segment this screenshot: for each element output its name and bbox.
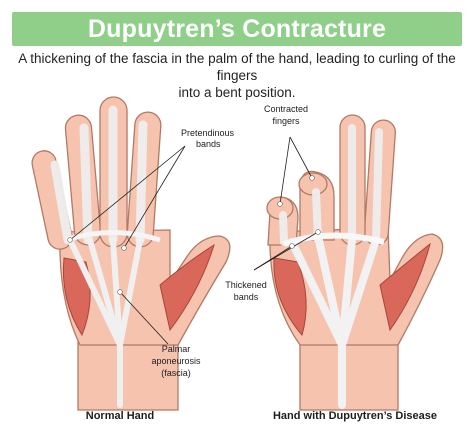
label-pretendinous-line2: bands: [196, 139, 221, 149]
subtitle: A thickening of the fascia in the palm o…: [10, 50, 464, 101]
page-title: Dupuytren’s Contracture: [87, 14, 387, 43]
caption-dupuytren-hand: Hand with Dupuytren’s Disease: [272, 410, 438, 422]
subtitle-line-2: into a bent position.: [178, 85, 296, 100]
label-contracted-line2: fingers: [272, 116, 300, 126]
subtitle-line-1: A thickening of the fascia in the palm o…: [18, 51, 456, 83]
label-thickened-line2: bands: [234, 292, 259, 302]
label-thickened-line1: Thickened: [225, 280, 267, 290]
label-palmar-line2: aponeurosis: [151, 356, 201, 366]
dupuytren-hand-illustration: Contracted fingers Thickened bands: [225, 104, 444, 411]
caption-normal-hand: Normal Hand: [85, 410, 155, 422]
normal-hand-illustration: Pretendinous bands Palmar aponeurosis (f…: [31, 96, 235, 411]
right-hypothenar-muscle: [273, 257, 307, 337]
right-thenar-muscle: [379, 242, 431, 332]
label-palmar-line3: (fascia): [161, 368, 191, 378]
label-contracted-line1: Contracted: [264, 104, 308, 114]
title-banner: Dupuytren’s Contracture: [12, 12, 462, 46]
label-pretendinous-line1: Pretendinous: [181, 128, 235, 138]
left-palm: [59, 229, 231, 346]
left-thenar-muscle: [159, 243, 215, 332]
label-palmar-line1: Palmar: [162, 344, 191, 354]
